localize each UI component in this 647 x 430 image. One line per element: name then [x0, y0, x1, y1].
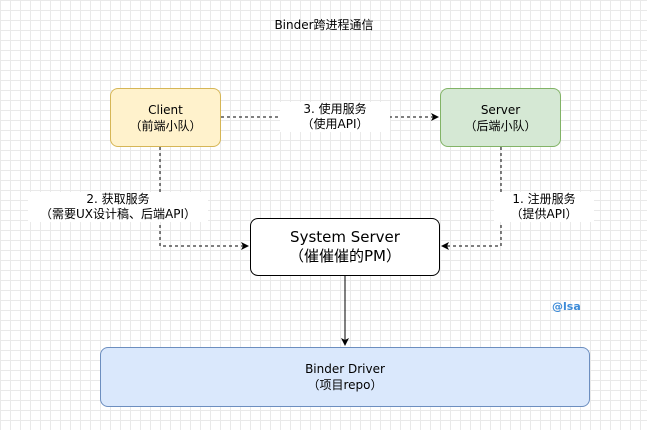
system-server-node-name: System Server — [290, 228, 400, 246]
edge-label-line: （使用API） — [301, 117, 369, 131]
edge-label-use-service: 3. 使用服务 （使用API） — [280, 102, 390, 132]
edge-register-service — [441, 147, 502, 250]
diagram-title: Binder跨进程通信 — [274, 18, 374, 32]
binder-driver-node-subtitle: （项目repo） — [307, 378, 383, 392]
edge-label-register-service: 1. 注册服务 （提供API） — [494, 192, 594, 222]
client-node-name: Client — [148, 102, 183, 117]
binder-driver-node[interactable]: Binder Driver （项目repo） — [100, 347, 590, 407]
edge-label-line: 1. 注册服务 — [512, 192, 576, 206]
author-watermark: @lsa — [552, 300, 581, 313]
system-server-node[interactable]: System Server （催催催的PM） — [250, 218, 440, 276]
binder-driver-node-name: Binder Driver — [305, 362, 385, 376]
server-node[interactable]: Server （后端小队） — [440, 88, 561, 147]
system-server-node-subtitle: （催催催的PM） — [289, 247, 401, 265]
edge-label-line: （提供API） — [510, 207, 578, 221]
edge-label-line: （需要UX设计稿、后端API） — [40, 207, 196, 221]
client-node-subtitle: （前端小队） — [129, 118, 202, 133]
server-node-subtitle: （后端小队） — [464, 118, 537, 133]
edge-label-line: 2. 获取服务 — [86, 192, 150, 206]
client-node[interactable]: Client （前端小队） — [110, 88, 221, 147]
edge-get-service — [159, 147, 249, 250]
edge-label-get-service: 2. 获取服务 （需要UX设计稿、后端API） — [28, 192, 208, 222]
edge-label-line: 3. 使用服务 — [303, 102, 367, 116]
server-node-name: Server — [480, 102, 521, 117]
